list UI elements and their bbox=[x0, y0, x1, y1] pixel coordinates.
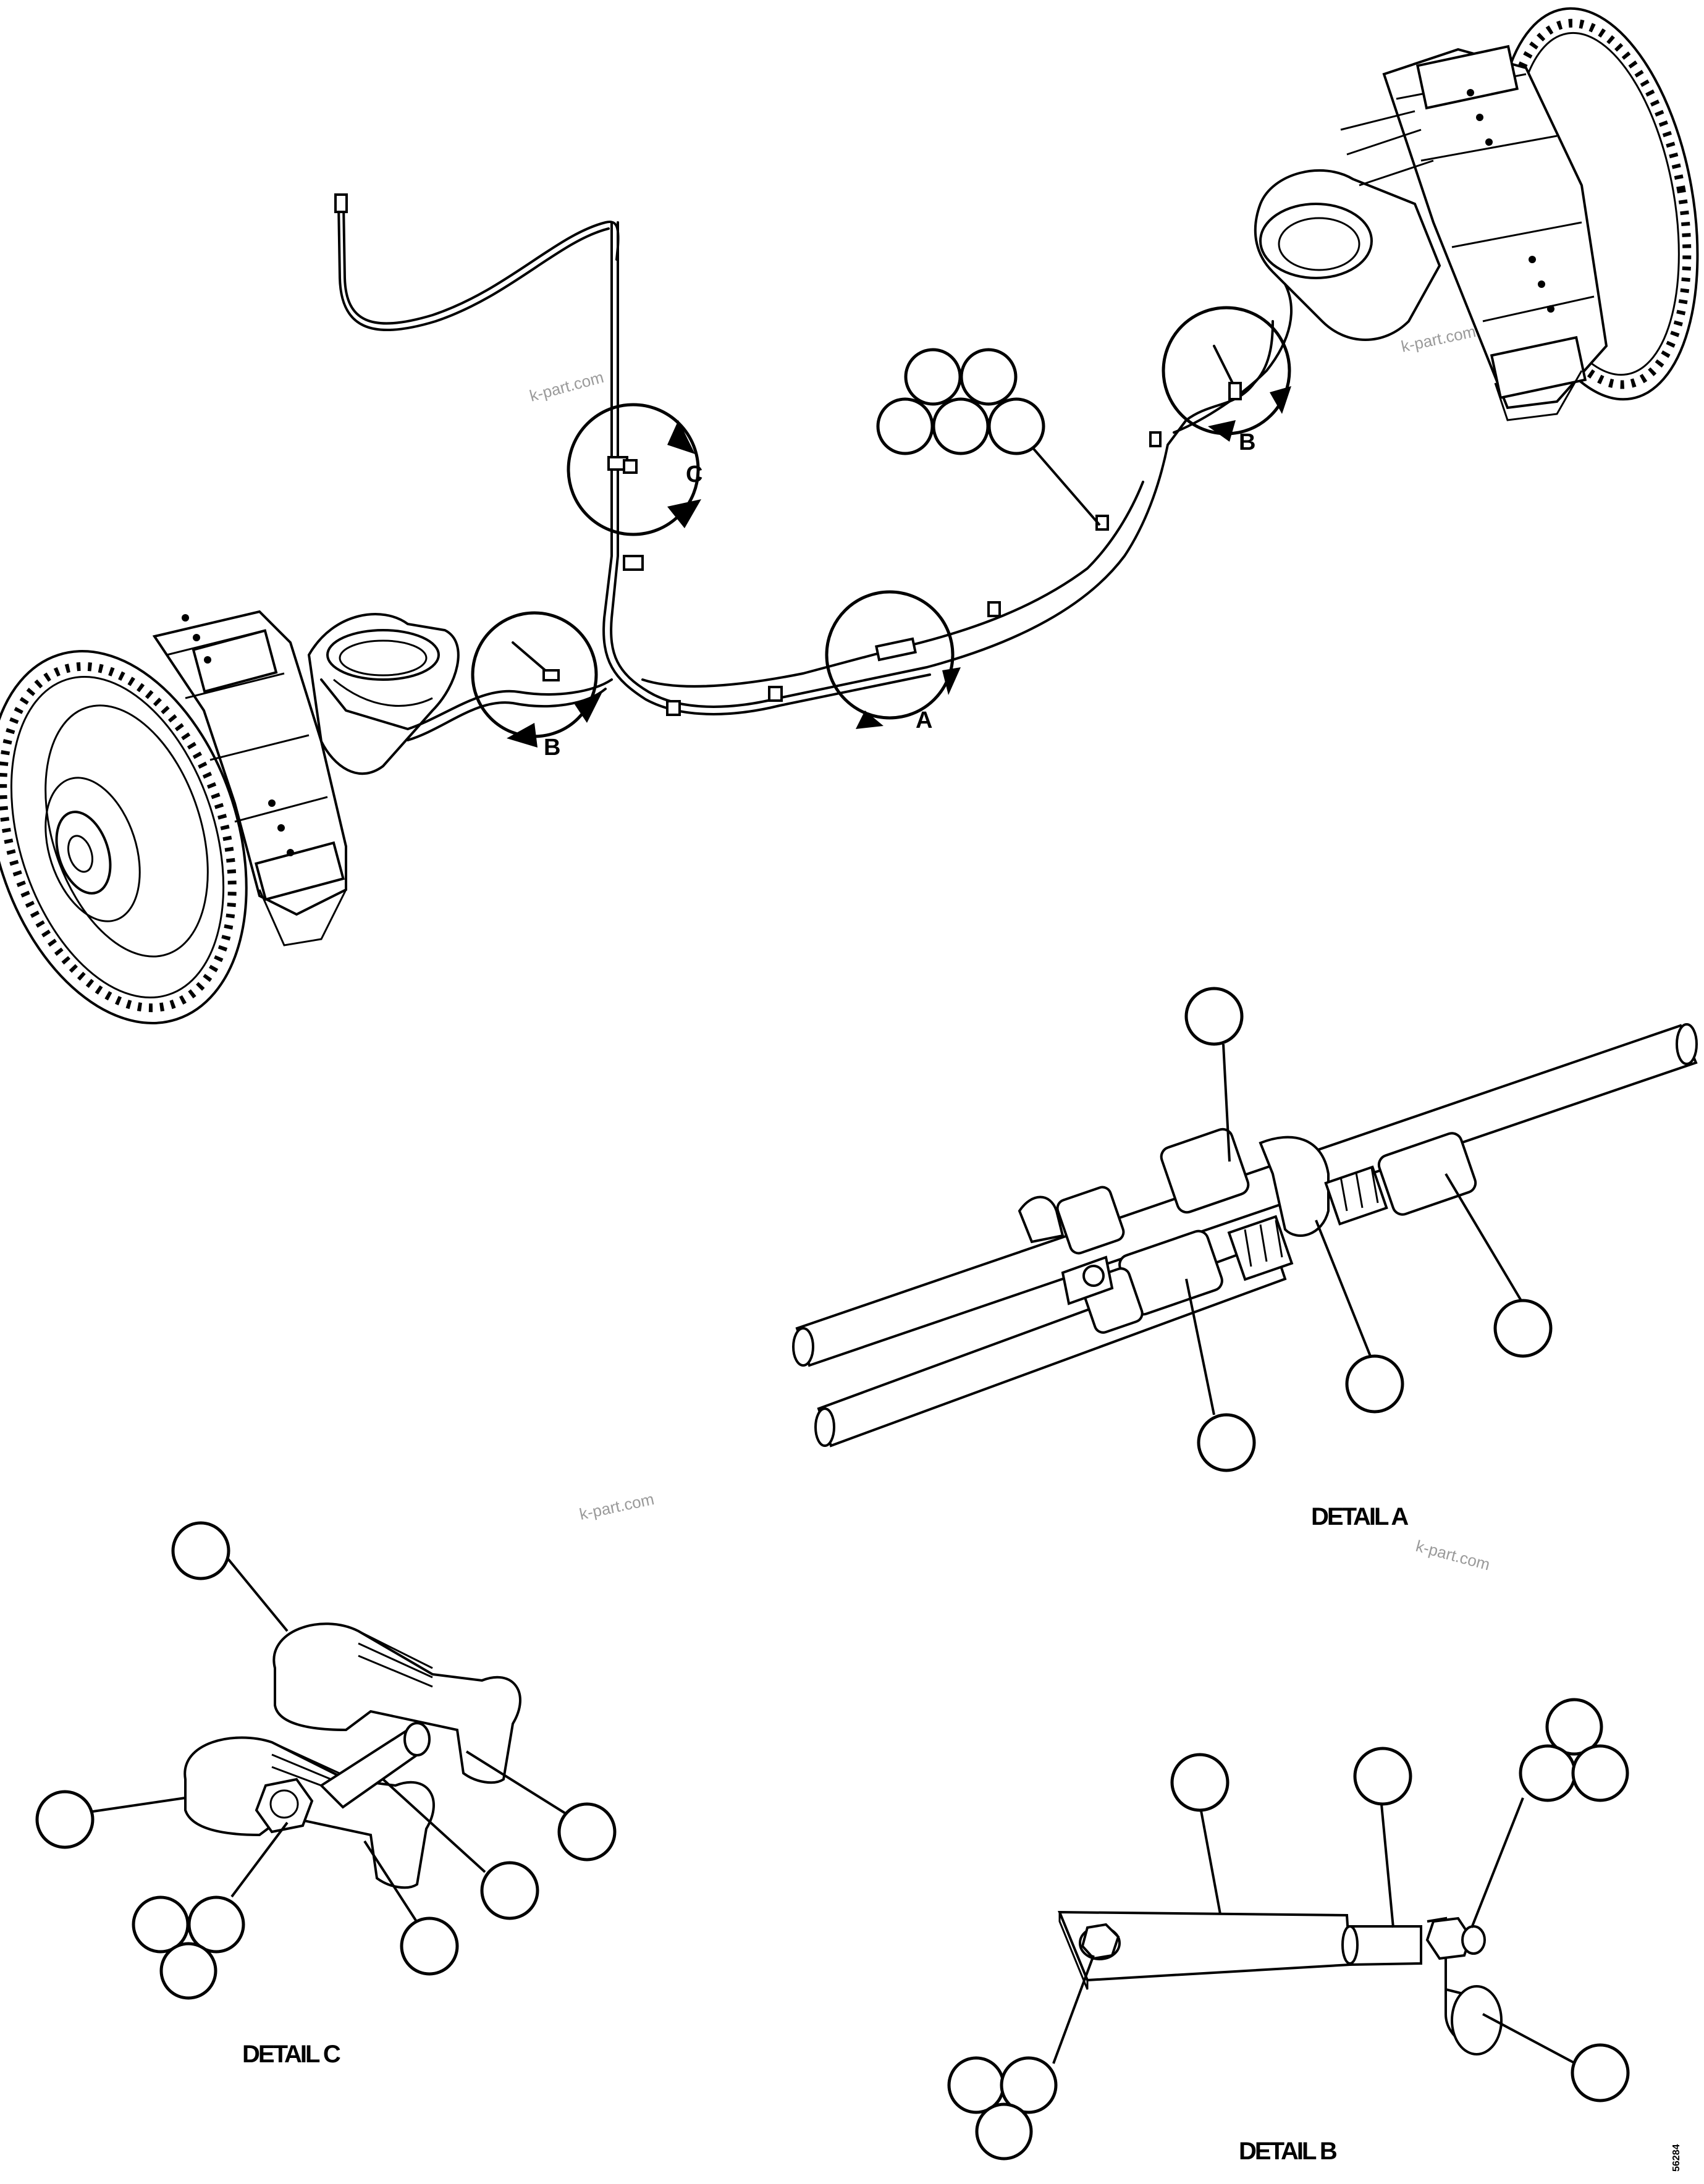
view-arrow-b-right-right bbox=[1270, 386, 1291, 414]
view-circle-a: A bbox=[825, 590, 961, 733]
callout-balloon bbox=[480, 1861, 539, 1920]
right-bolt-row bbox=[1467, 89, 1554, 313]
callout-balloon bbox=[1571, 2043, 1630, 2102]
callout-balloon bbox=[1197, 1413, 1256, 1472]
view-label-b-right: B bbox=[1239, 429, 1255, 455]
detail-a-label: DETAIL A bbox=[1311, 1503, 1408, 1530]
left-bolt-row bbox=[182, 614, 294, 856]
view-arrow-b-left-right bbox=[575, 692, 602, 723]
callout-balloon bbox=[960, 348, 1018, 406]
view-arrow-b-right-bottom bbox=[1208, 420, 1236, 442]
callout-balloon bbox=[1545, 1698, 1603, 1756]
view-label-a: A bbox=[916, 707, 932, 733]
callout-balloon bbox=[975, 2102, 1033, 2161]
view-label-b-left: B bbox=[544, 735, 560, 761]
brake-line-routing bbox=[320, 193, 1293, 741]
callout-balloon bbox=[1519, 1744, 1577, 1802]
view-arrow-a-right bbox=[942, 667, 961, 695]
callout-balloon bbox=[35, 1790, 95, 1849]
callout-balloon bbox=[987, 397, 1045, 455]
view-circle-c: C bbox=[567, 403, 702, 536]
view-circle-b-right: B bbox=[1162, 306, 1291, 455]
left-wheel-assembly bbox=[0, 610, 460, 1024]
detail-b-label: DETAIL B bbox=[1239, 2138, 1337, 2165]
watermark: k-part.com bbox=[1399, 322, 1477, 356]
callout-balloon bbox=[1000, 2056, 1058, 2114]
callout-balloon bbox=[171, 1521, 230, 1580]
callout-balloon bbox=[1493, 1299, 1553, 1358]
view-arrow-c-top bbox=[667, 420, 695, 454]
callout-balloon bbox=[1353, 1747, 1412, 1806]
callout-balloon bbox=[557, 1802, 617, 1861]
watermark: k-part.com bbox=[1414, 1537, 1491, 1574]
callout-balloon bbox=[1184, 987, 1244, 1046]
callout-balloon bbox=[932, 397, 990, 455]
callout-balloon bbox=[400, 1916, 459, 1976]
view-arrow-a-bottom bbox=[856, 710, 884, 729]
detail-a: DETAIL A bbox=[792, 987, 1698, 1530]
callout-balloon bbox=[876, 397, 934, 455]
detail-c-label: DETAIL C bbox=[242, 2041, 340, 2068]
figure-code: 56284 bbox=[1671, 2144, 1682, 2172]
watermark: k-part.com bbox=[528, 368, 605, 405]
view-arrow-b-left-bottom bbox=[507, 723, 538, 748]
view-arrow-c-bottom bbox=[667, 499, 701, 528]
view-label-c: C bbox=[686, 462, 702, 487]
callout-balloon bbox=[904, 348, 962, 406]
right-wheel-assembly bbox=[1254, 7, 1699, 421]
detail-b: DETAIL B bbox=[947, 1698, 1630, 2165]
callout-balloon bbox=[1345, 1354, 1404, 1414]
callout-balloon bbox=[1170, 1753, 1229, 1812]
callout-balloon bbox=[159, 1942, 217, 2000]
callout-balloon bbox=[187, 1895, 245, 1954]
view-circle-b-left: B bbox=[471, 611, 602, 761]
callout-cluster-main bbox=[876, 348, 1101, 526]
detail-c: DETAIL C bbox=[35, 1521, 617, 2068]
callout-balloon bbox=[1571, 1744, 1629, 1802]
watermark: k-part.com bbox=[578, 1490, 656, 1524]
